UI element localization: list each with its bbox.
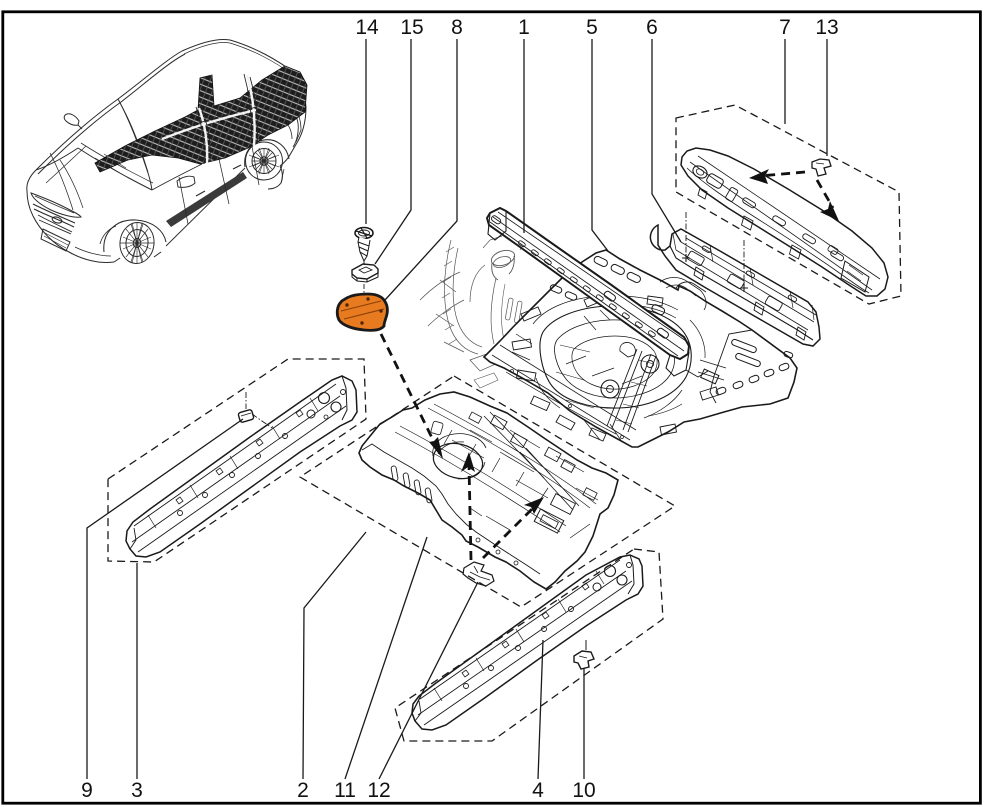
svg-text:5: 5 [586, 16, 598, 39]
svg-text:6: 6 [646, 16, 658, 39]
svg-text:9: 9 [81, 779, 93, 802]
svg-text:10: 10 [572, 779, 595, 802]
svg-text:13: 13 [815, 16, 838, 39]
svg-text:11: 11 [334, 779, 356, 802]
svg-text:1: 1 [518, 16, 530, 39]
svg-text:2: 2 [297, 779, 309, 802]
svg-text:7: 7 [779, 16, 791, 39]
svg-text:8: 8 [451, 16, 463, 39]
svg-text:3: 3 [131, 779, 143, 802]
svg-text:14: 14 [355, 16, 379, 39]
svg-text:12: 12 [367, 779, 390, 802]
svg-text:15: 15 [400, 16, 423, 39]
svg-text:4: 4 [532, 779, 544, 802]
